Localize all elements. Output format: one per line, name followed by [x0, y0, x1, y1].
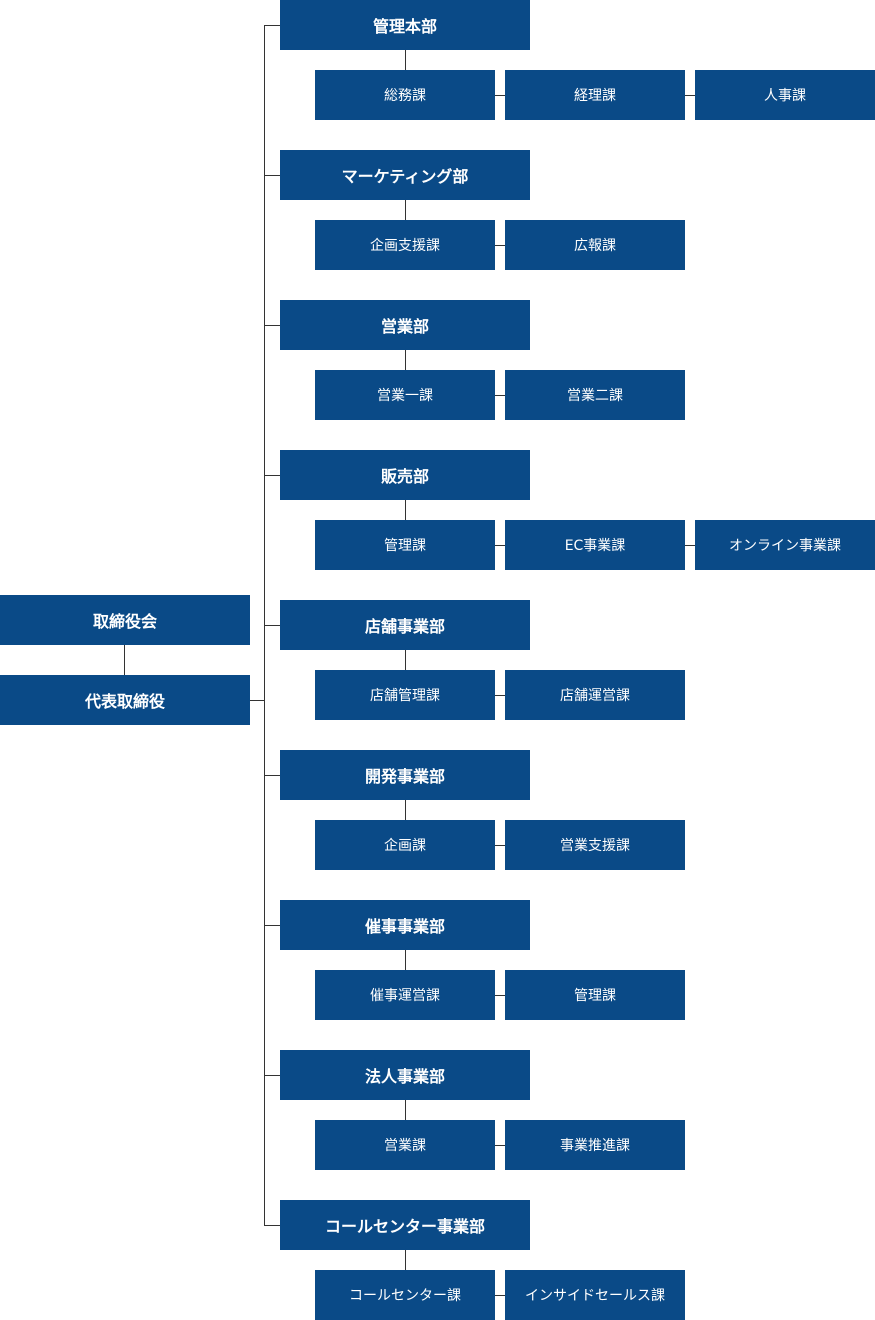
- department-box: 店舗事業部: [280, 600, 530, 650]
- section-link: [495, 245, 505, 246]
- department-box: コールセンター事業部: [280, 1200, 530, 1250]
- section-box-label: 営業課: [384, 1138, 426, 1154]
- department-box: 法人事業部: [280, 1050, 530, 1100]
- dept-section-connector: [405, 950, 406, 970]
- department-box: 管理本部: [280, 0, 530, 50]
- section-box-label: EC事業課: [564, 538, 626, 554]
- section-box: 事業推進課: [505, 1120, 685, 1170]
- department-box: 営業部: [280, 300, 530, 350]
- section-box: 営業二課: [505, 370, 685, 420]
- department-box-label: 法人事業部: [364, 1067, 445, 1086]
- section-box: 広報課: [505, 220, 685, 270]
- trunk-branch: [265, 925, 280, 926]
- trunk-branch: [265, 175, 280, 176]
- section-box-label: 営業支援課: [560, 838, 630, 854]
- department-box: 販売部: [280, 450, 530, 500]
- section-box: 経理課: [505, 70, 685, 120]
- section-box-label: 催事運営課: [370, 988, 440, 1004]
- section-box-label: 管理課: [384, 538, 426, 554]
- section-link: [495, 395, 505, 396]
- section-box: 人事課: [695, 70, 875, 120]
- board-box: 取締役会: [0, 595, 250, 645]
- dept-section-connector: [405, 800, 406, 820]
- section-box-label: 企画支援課: [370, 238, 440, 254]
- section-link: [685, 545, 695, 546]
- section-box-label: 経理課: [574, 88, 616, 104]
- dept-section-connector: [405, 200, 406, 220]
- dept-section-connector: [405, 1100, 406, 1120]
- department-box-label: 催事事業部: [364, 917, 445, 936]
- section-link: [495, 845, 505, 846]
- section-box: 企画支援課: [315, 220, 495, 270]
- ceo-trunk-connector: [250, 700, 265, 701]
- department-box: 催事事業部: [280, 900, 530, 950]
- trunk-branch: [265, 625, 280, 626]
- section-box-label: 店舗管理課: [370, 688, 440, 704]
- section-box: 営業支援課: [505, 820, 685, 870]
- trunk-branch: [265, 775, 280, 776]
- department-box-label: 店舗事業部: [364, 617, 445, 636]
- section-link: [495, 995, 505, 996]
- section-box-label: オンライン事業課: [729, 538, 841, 554]
- section-box-label: 人事課: [764, 88, 806, 104]
- section-link: [495, 545, 505, 546]
- department-box-label: コールセンター事業部: [324, 1217, 485, 1236]
- section-box: 営業一課: [315, 370, 495, 420]
- section-box-label: 企画課: [384, 838, 426, 854]
- section-box-label: 店舗運営課: [560, 688, 630, 704]
- section-box-label: 営業二課: [567, 388, 623, 404]
- section-link: [495, 95, 505, 96]
- trunk-line: [264, 25, 265, 1226]
- section-box: 催事運営課: [315, 970, 495, 1020]
- section-box: 管理課: [315, 520, 495, 570]
- section-box-label: コールセンター課: [349, 1288, 461, 1304]
- trunk-branch: [265, 1075, 280, 1076]
- ceo-box: 代表取締役: [0, 675, 250, 725]
- dept-section-connector: [405, 350, 406, 370]
- ceo-label: 代表取締役: [84, 692, 165, 711]
- section-box: 営業課: [315, 1120, 495, 1170]
- section-box-label: インサイドセールス課: [525, 1288, 665, 1304]
- trunk-branch: [265, 325, 280, 326]
- trunk-branch: [265, 475, 280, 476]
- section-box: EC事業課: [505, 520, 685, 570]
- department-box-label: 販売部: [380, 467, 429, 486]
- dept-section-connector: [405, 1250, 406, 1270]
- department-box: 開発事業部: [280, 750, 530, 800]
- section-box: 総務課: [315, 70, 495, 120]
- section-box-label: 総務課: [384, 88, 426, 104]
- section-box-label: 事業推進課: [560, 1138, 630, 1154]
- trunk-branch: [265, 1225, 280, 1226]
- section-box: オンライン事業課: [695, 520, 875, 570]
- section-box: コールセンター課: [315, 1270, 495, 1320]
- section-box: 店舗運営課: [505, 670, 685, 720]
- section-link: [685, 95, 695, 96]
- section-box: インサイドセールス課: [505, 1270, 685, 1320]
- board-label: 取締役会: [92, 612, 157, 631]
- dept-section-connector: [405, 50, 406, 70]
- section-box: 管理課: [505, 970, 685, 1020]
- section-box: 企画課: [315, 820, 495, 870]
- department-box-label: 開発事業部: [364, 767, 445, 786]
- section-box-label: 広報課: [574, 238, 616, 254]
- section-link: [495, 695, 505, 696]
- section-box: 店舗管理課: [315, 670, 495, 720]
- dept-section-connector: [405, 650, 406, 670]
- section-link: [495, 1295, 505, 1296]
- section-link: [495, 1145, 505, 1146]
- section-box-label: 管理課: [574, 988, 616, 1004]
- section-box-label: 営業一課: [377, 388, 433, 404]
- trunk-branch: [265, 25, 280, 26]
- department-box-label: マーケティング部: [341, 167, 469, 186]
- dept-section-connector: [405, 500, 406, 520]
- department-box-label: 管理本部: [372, 17, 437, 36]
- board-ceo-connector: [124, 645, 125, 675]
- department-box: マーケティング部: [280, 150, 530, 200]
- department-box-label: 営業部: [380, 317, 429, 336]
